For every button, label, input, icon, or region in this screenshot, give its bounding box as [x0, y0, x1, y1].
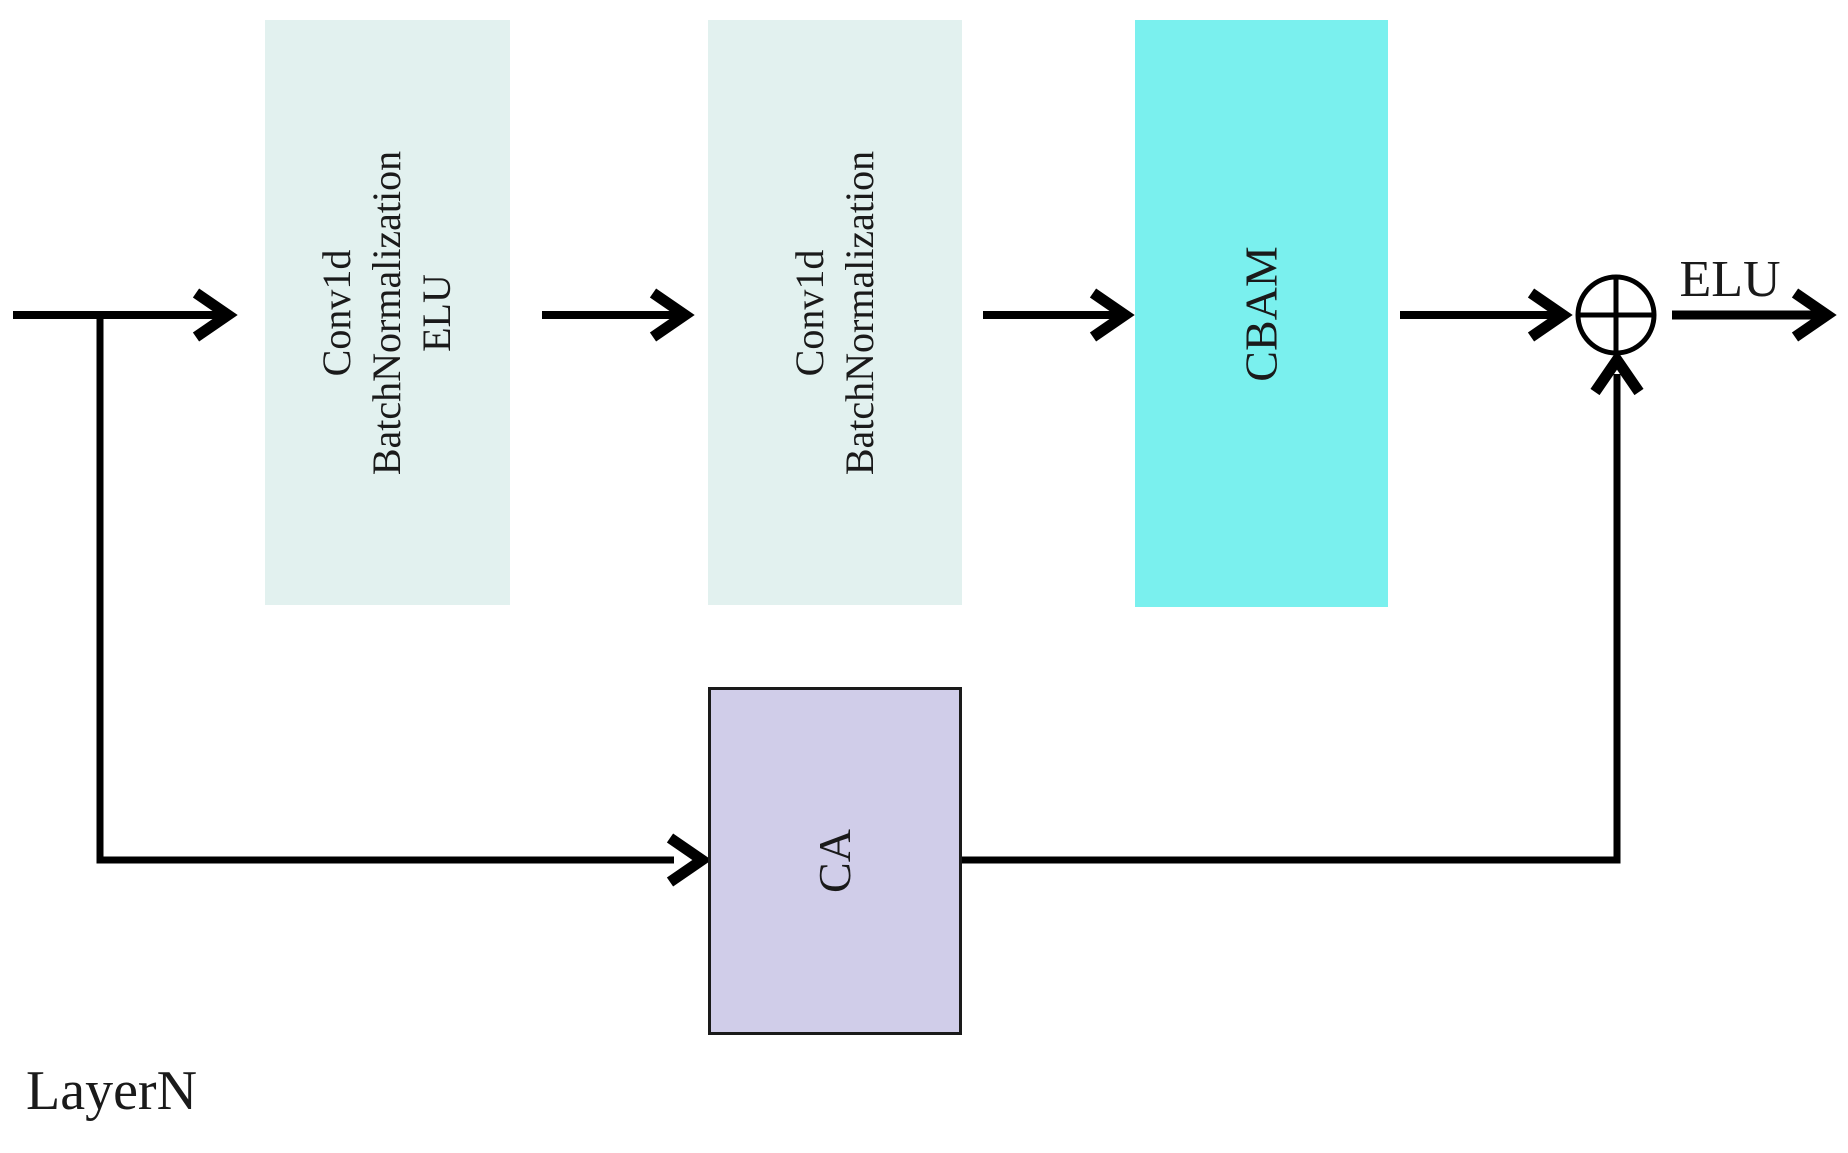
arrow-cbam-to-sum — [1400, 288, 1573, 342]
block-cbam: CBAM — [1135, 20, 1388, 607]
output-activation-label: ELU — [1679, 251, 1781, 308]
block-ca-label: CA — [809, 829, 861, 893]
output-arrow — [1672, 288, 1837, 342]
block-conv-bn-elu: Conv1d BatchNormalization ELU — [265, 20, 510, 605]
block-label-line: BatchNormalization — [837, 150, 882, 475]
skip-connection-to-ca — [96, 311, 712, 887]
block-conv-bn: Conv1d BatchNormalization — [708, 20, 962, 605]
block-ca: CA — [708, 687, 962, 1035]
sum-node-circled-plus-icon — [1575, 274, 1657, 356]
block-conv-bn-elu-label: Conv1d BatchNormalization ELU — [313, 150, 463, 474]
block-label-line: Conv1d — [314, 249, 360, 376]
input-arrow — [13, 288, 238, 342]
block-cbam-label: CBAM — [1235, 246, 1287, 381]
arrow-conv2-to-cbam — [983, 288, 1135, 342]
block-conv-bn-label: Conv1d BatchNormalization — [785, 150, 885, 474]
figure-caption: LayerN — [26, 1060, 198, 1122]
arrow-conv1-to-conv2 — [542, 288, 695, 342]
block-label-line: ELU — [414, 273, 460, 352]
block-label-line: CBAM — [1235, 245, 1287, 382]
block-label-line: Conv1d — [787, 249, 832, 376]
block-label-line: BatchNormalization — [364, 150, 410, 475]
skip-connection-ca-to-sum — [962, 350, 1644, 864]
block-label-line: CA — [809, 829, 860, 893]
